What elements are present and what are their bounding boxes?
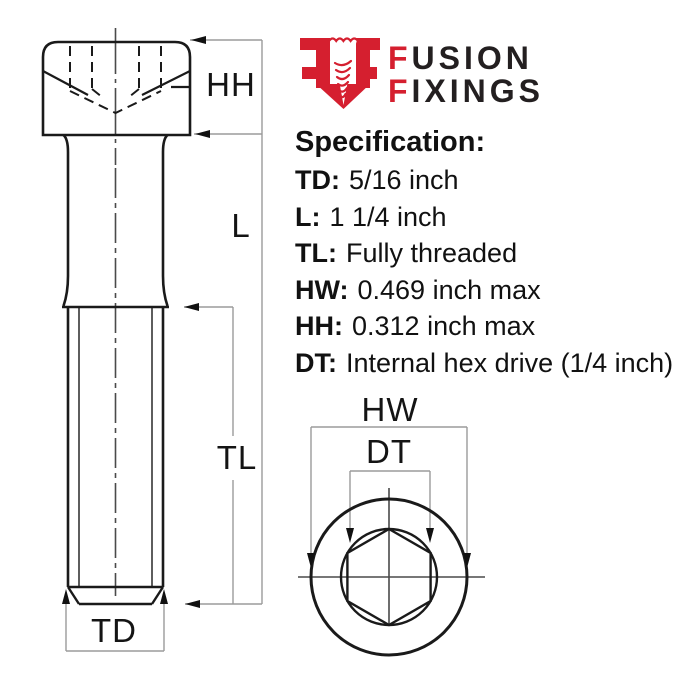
spec-row-td: TD: 5/16 inch bbox=[295, 162, 673, 199]
brand-word-fixings: FIXINGS bbox=[388, 73, 545, 109]
spec-value: 5/16 inch bbox=[348, 165, 459, 195]
spec-label: L: bbox=[295, 201, 321, 232]
spec-label: TD: bbox=[295, 165, 340, 195]
spec-row-hh: HH: 0.312 inch max bbox=[295, 308, 673, 345]
dimension-arrows bbox=[62, 36, 471, 608]
dimension-lines bbox=[65, 39, 468, 652]
shank-left-edge bbox=[62, 134, 70, 307]
dim-label-thread-length: TL bbox=[216, 439, 258, 476]
spec-label: HH: bbox=[295, 311, 343, 341]
hex-socket-hidden-lines bbox=[69, 46, 162, 115]
screw-tip-chamfer bbox=[66, 585, 165, 606]
screw-top-view bbox=[309, 497, 469, 657]
dim-label-head-height: HH bbox=[206, 66, 256, 103]
thread-crest-lines bbox=[66, 307, 165, 587]
dim-label-thread-diameter: TD bbox=[91, 612, 137, 649]
spec-value: Fully threaded bbox=[345, 238, 518, 268]
brand-word-fusion: FUSION bbox=[388, 40, 533, 76]
hex-socket-polygon bbox=[346, 527, 432, 627]
specification-heading: Specification: bbox=[295, 126, 486, 158]
spec-row-l: L: 1 1/4 inch bbox=[295, 199, 673, 236]
shank-right-edge bbox=[161, 134, 169, 307]
spec-value: 1 1/4 inch bbox=[329, 201, 447, 232]
fusion-fixings-logo-icon bbox=[300, 37, 380, 109]
spec-row-tl: TL: Fully threaded bbox=[295, 235, 673, 272]
head-outer-circle bbox=[309, 497, 469, 657]
dim-label-drive: DT bbox=[366, 433, 412, 470]
dim-label-length: L bbox=[231, 207, 251, 244]
dim-label-head-width: HW bbox=[361, 391, 419, 428]
spec-value: Internal hex drive (1/4 inch) bbox=[346, 347, 674, 378]
spec-value: 0.312 inch max bbox=[352, 311, 536, 341]
spec-label: TL: bbox=[295, 238, 337, 268]
spec-label: HW: bbox=[295, 274, 349, 305]
thread-root-lines bbox=[78, 307, 153, 587]
spec-label: DT: bbox=[295, 347, 337, 378]
centerlines bbox=[114, 28, 485, 625]
head-chamfer-lines bbox=[42, 70, 191, 96]
spec-row-hw: HW: 0.469 inch max bbox=[295, 272, 673, 309]
spec-row-dt: DT: Internal hex drive (1/4 inch) bbox=[295, 345, 673, 382]
screw-head-outline bbox=[41, 40, 192, 137]
specification-block: Specification: TD: 5/16 inch L: 1 1/4 inch… bbox=[295, 125, 673, 381]
spec-value: 0.469 inch max bbox=[357, 274, 541, 305]
screw-side-view bbox=[41, 40, 192, 606]
